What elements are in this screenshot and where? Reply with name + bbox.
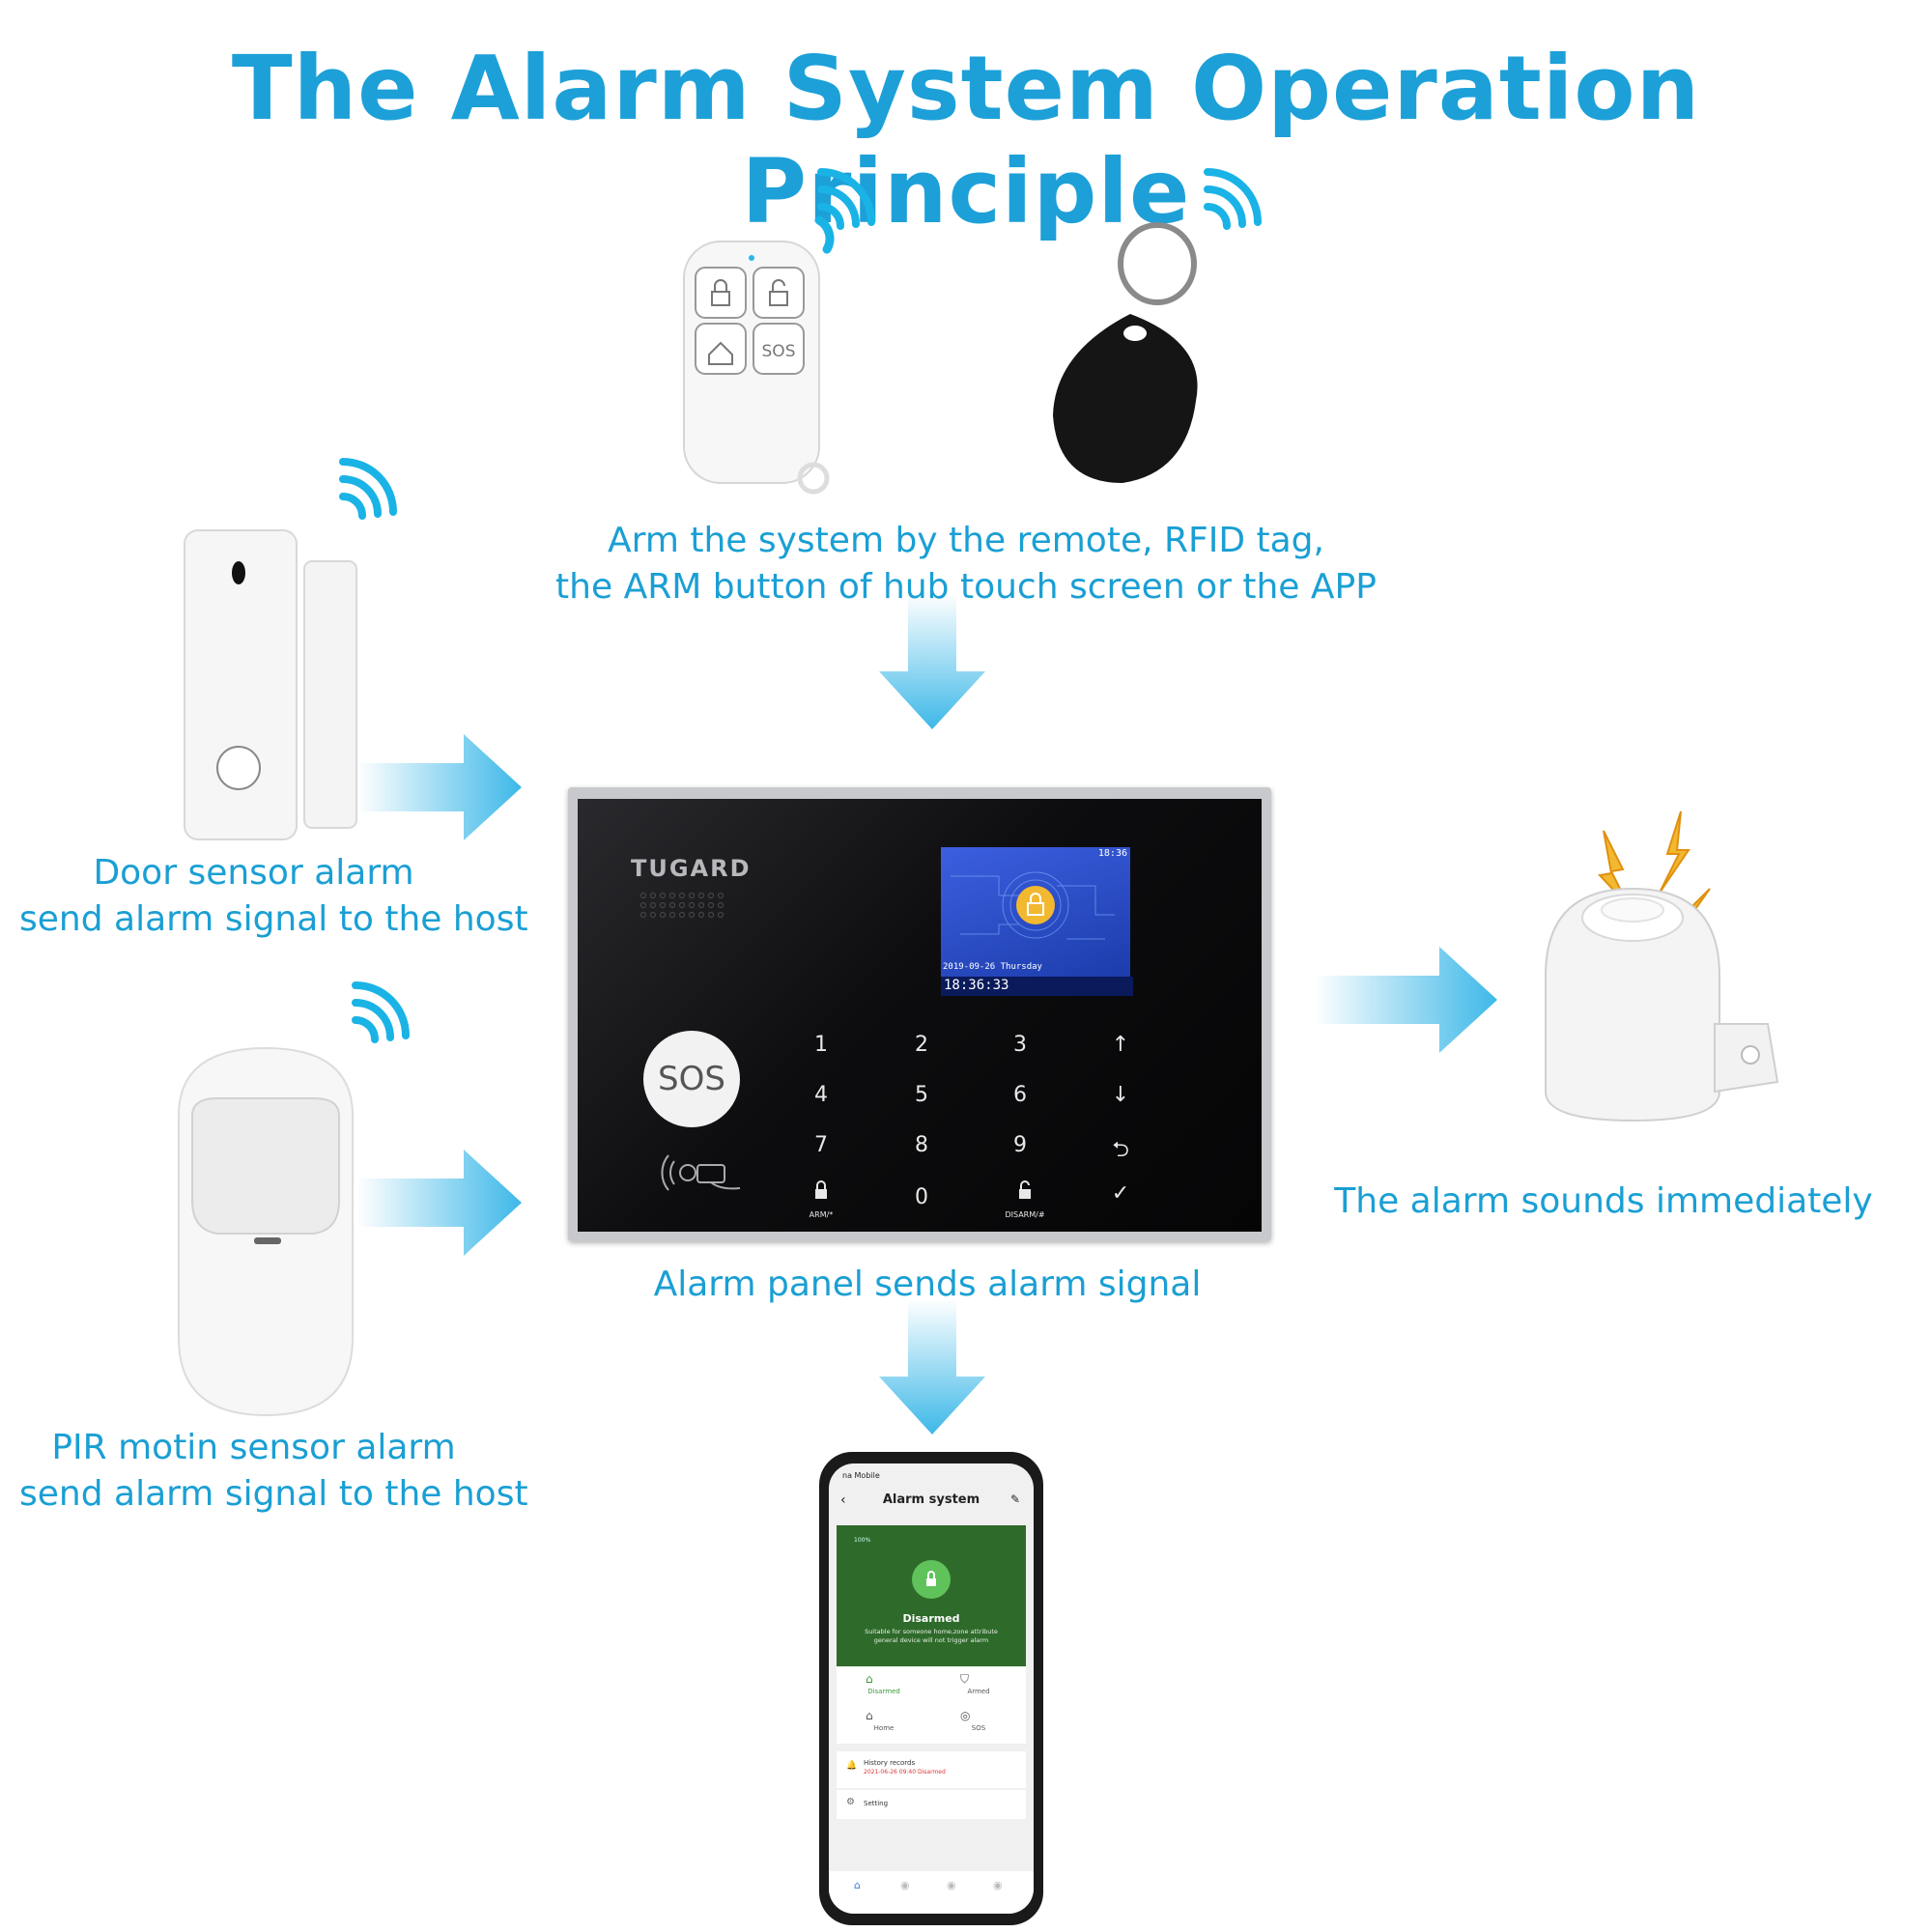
bell-icon: 🔔	[846, 1761, 858, 1771]
remote-sos-label: SOS	[762, 342, 796, 361]
setting-label: Setting	[864, 1800, 889, 1807]
smartphone: na Mobile ‹ Alarm system ✎ 100% Disarmed…	[819, 1452, 1043, 1925]
mode-disarmed[interactable]: Disarmed	[867, 1688, 900, 1695]
battery-level: 100%	[854, 1537, 871, 1544]
key-arm[interactable]: ARM/*	[802, 1180, 840, 1219]
home-icon	[708, 341, 733, 365]
speaker-grille	[639, 892, 724, 919]
key-9[interactable]: 9	[1013, 1133, 1027, 1157]
status-description-line-1: Suitable for someone home,zone attribute	[865, 1628, 998, 1635]
alarm-panel: TUGARD 18:36 2019-09-26 Thursday 1	[568, 787, 1271, 1241]
key-disarm[interactable]: DISARM/#	[1001, 1180, 1049, 1219]
arm-caption-line-1: Arm the system by the remote, RFID tag,	[608, 521, 1324, 560]
diagram-title: The Alarm System Operation Principle	[231, 37, 1701, 243]
nav-icon-2[interactable]: ◉	[900, 1879, 910, 1891]
key-up[interactable]: ↑	[1111, 1033, 1130, 1057]
history-label: History records	[864, 1759, 916, 1767]
key-confirm[interactable]: ✓	[1111, 1181, 1130, 1206]
status-card: 100% Disarmed Suitable for someone home,…	[837, 1525, 1026, 1666]
arrow-down-icon	[879, 594, 985, 729]
pir-sensor	[178, 1046, 354, 1417]
arrow-down-icon	[879, 1299, 985, 1435]
app-screen: na Mobile ‹ Alarm system ✎ 100% Disarmed…	[829, 1463, 1034, 1914]
wifi-signal-icon	[352, 981, 410, 1043]
door-sensor	[184, 529, 357, 840]
shield-icon: ⛉	[960, 1672, 970, 1686]
nav-home-icon[interactable]: ⌂	[854, 1879, 861, 1891]
lcd-clock: 18:36	[1097, 848, 1127, 859]
mode-armed[interactable]: Armed	[967, 1688, 990, 1695]
panel-caption: Alarm panel sends alarm signal	[653, 1264, 1202, 1304]
key-down[interactable]: ↓	[1111, 1083, 1130, 1107]
key-back[interactable]: ⮌	[1112, 1138, 1129, 1162]
mode-home[interactable]: Home	[873, 1724, 895, 1732]
lock-icon	[711, 279, 730, 306]
arrow-right-icon	[357, 734, 522, 840]
key-5[interactable]: 5	[915, 1083, 928, 1107]
status-description-line-2: general device will not trigger alarm	[873, 1636, 989, 1644]
lcd-wallpaper	[951, 871, 1115, 940]
home-icon: ⌂	[866, 1709, 873, 1722]
setting-row[interactable]: ⚙ Setting	[837, 1790, 1026, 1819]
siren	[1545, 810, 1779, 1122]
key-6[interactable]: 6	[1013, 1083, 1027, 1107]
mode-sos[interactable]: SOS	[971, 1724, 986, 1732]
key-7[interactable]: 7	[814, 1133, 828, 1157]
door-caption-line-2: send alarm signal to the host	[19, 899, 528, 939]
edit-icon[interactable]: ✎	[1009, 1492, 1020, 1506]
wifi-signal-icon	[814, 168, 875, 254]
remote-control: SOS	[683, 241, 830, 495]
app-header-title: Alarm system	[882, 1492, 980, 1507]
key-0[interactable]: 0	[915, 1185, 928, 1209]
unlock-icon	[769, 279, 788, 306]
mode-grid: Disarmed Armed Home SOS ⌂ ⛉ ⌂ ◎	[837, 1666, 1026, 1744]
door-caption-line-1: Door sensor alarm	[93, 853, 414, 893]
pir-caption-line-1: PIR motin sensor alarm	[51, 1428, 456, 1467]
panel-lcd-screen: 18:36 2019-09-26 Thursday 18:36:33	[941, 847, 1133, 996]
door-caption: Door sensor alarm send alarm signal to t…	[19, 850, 528, 943]
status-lock-button[interactable]	[912, 1560, 951, 1599]
key-8[interactable]: 8	[915, 1133, 928, 1157]
arrow-right-icon	[357, 1150, 522, 1256]
alarm-panel-face: TUGARD 18:36 2019-09-26 Thursday 1	[578, 799, 1262, 1232]
wifi-signal-icon	[1204, 168, 1262, 230]
rfid-tag	[1053, 222, 1198, 483]
app-carrier: na Mobile	[842, 1471, 880, 1480]
nav-icon-3[interactable]: ◉	[947, 1879, 956, 1891]
history-row[interactable]: History records 2021-06-26 09:40 Disarme…	[837, 1751, 1026, 1788]
disarm-key-label: DISARM/#	[1005, 1210, 1045, 1219]
arm-caption: Arm the system by the remote, RFID tag, …	[541, 518, 1391, 611]
pir-caption: PIR motin sensor alarm send alarm signal…	[19, 1425, 528, 1518]
key-3[interactable]: 3	[1013, 1033, 1027, 1057]
lock-icon	[926, 1571, 936, 1586]
key-4[interactable]: 4	[814, 1083, 828, 1107]
status-label: Disarmed	[902, 1612, 960, 1625]
bottom-nav: ⌂ ◉ ◉ ◉	[829, 1871, 1034, 1914]
lcd-date: 2019-09-26 Thursday	[943, 962, 1042, 972]
panel-brand-logo: TUGARD	[631, 855, 752, 882]
lcd-time: 18:36:33	[941, 977, 1133, 996]
lock-icon	[815, 1180, 827, 1199]
unlock-icon	[1019, 1180, 1031, 1199]
gear-icon: ⚙	[846, 1797, 855, 1807]
status-description: Suitable for someone home,zone attribute…	[837, 1628, 1026, 1645]
nav-icon-4[interactable]: ◉	[993, 1879, 1003, 1891]
pir-caption-line-2: send alarm signal to the host	[19, 1474, 528, 1514]
history-entry: 2021-06-26 09:40 Disarmed	[864, 1769, 946, 1776]
key-1[interactable]: 1	[814, 1033, 828, 1057]
lock-icon: ⌂	[866, 1672, 873, 1686]
arrow-right-icon	[1314, 947, 1497, 1053]
siren-caption: The alarm sounds immediately	[1334, 1181, 1873, 1221]
arm-caption-line-2: the ARM button of hub touch screen or th…	[555, 567, 1377, 607]
arm-key-label: ARM/*	[809, 1210, 834, 1219]
lock-icon	[1027, 893, 1044, 916]
back-icon[interactable]: ‹	[840, 1492, 846, 1508]
panel-sos-button[interactable]: SOS	[643, 1031, 740, 1127]
rfid-card-icon	[661, 1154, 741, 1191]
key-2[interactable]: 2	[915, 1033, 928, 1057]
sos-icon: ◎	[960, 1709, 971, 1722]
wifi-signal-icon	[339, 458, 397, 520]
